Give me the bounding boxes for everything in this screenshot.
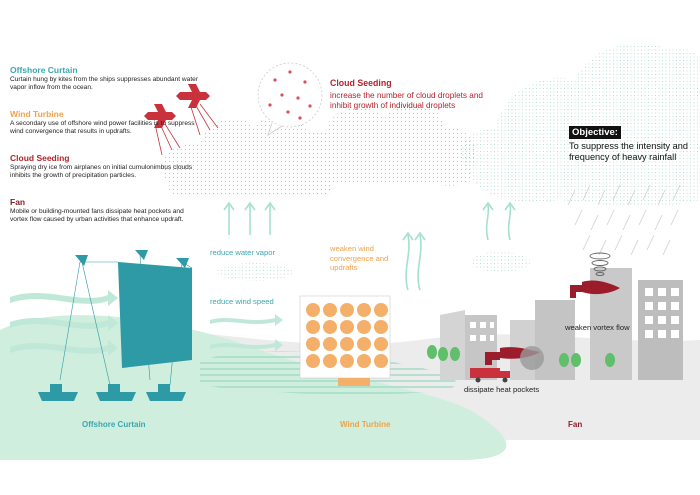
vortex-icon [589, 252, 611, 276]
legend-seeding-title: Cloud Seeding [10, 153, 70, 163]
reduce-water-vapor-label: reduce water vapor [210, 248, 276, 257]
objective-text: To suppress the intensity and frequency … [569, 141, 688, 162]
cloud-seeding-callout-title: Cloud Seeding [330, 78, 392, 88]
wind-turbine-panel [299, 295, 391, 386]
plane-icon [144, 84, 210, 128]
caption-turbine: Wind Turbine [340, 420, 391, 429]
legend-turbine-title: Wind Turbine [10, 109, 64, 119]
legend-cloud-seeding: Cloud Seeding Spraying dry ice from airp… [10, 153, 200, 180]
legend-fan-body: Mobile or building-mounted fans dissipat… [10, 208, 184, 224]
fan-icon [485, 280, 620, 370]
spray-lines [154, 103, 219, 156]
legend-fan-title: Fan [10, 197, 26, 207]
legend-turbine-body: A secondary use of offshore wind power f… [10, 120, 195, 136]
weaken-vortex-label: weaken vortex flow [565, 323, 630, 332]
ship-icon [38, 384, 186, 401]
seeding-bubble [257, 62, 323, 136]
storm-cloud [461, 43, 700, 206]
cloud-middle [291, 103, 476, 186]
truck-icon [470, 368, 510, 383]
cloud-seeding-callout-body: increase the number of cloud droplets an… [330, 91, 483, 110]
caption-fan: Fan [568, 420, 583, 429]
cloud-left [161, 113, 337, 197]
rain-streaks [567, 184, 681, 256]
weaken-wind-label: weaken wind convergence and updrafts [330, 244, 389, 272]
vapor-dots [217, 263, 293, 281]
legend-fan: Fan Mobile or building-mounted fans diss… [10, 197, 200, 224]
legend-offshore-title: Offshore Curtain [10, 65, 78, 75]
legend-offshore-body: Curtain hung by kites from the ships sup… [10, 76, 199, 92]
tree-icon [427, 345, 615, 367]
reduce-wind-speed-label: reduce wind speed [210, 297, 274, 306]
dissipate-heat-label: dissipate heat pockets [464, 385, 540, 394]
vapor-dots-right [470, 252, 530, 272]
legend-wind-turbine: Wind Turbine A secondary use of offshore… [10, 109, 200, 136]
objective-heading: Objective: [569, 126, 621, 139]
caption-offshore: Offshore Curtain [82, 420, 146, 429]
updraft-arrows [223, 201, 516, 291]
legend-seeding-body: Spraying dry ice from airplanes on initi… [10, 164, 193, 180]
offshore-curtain [59, 250, 193, 386]
legend-offshore-curtain: Offshore Curtain Curtain hung by kites f… [10, 65, 200, 92]
